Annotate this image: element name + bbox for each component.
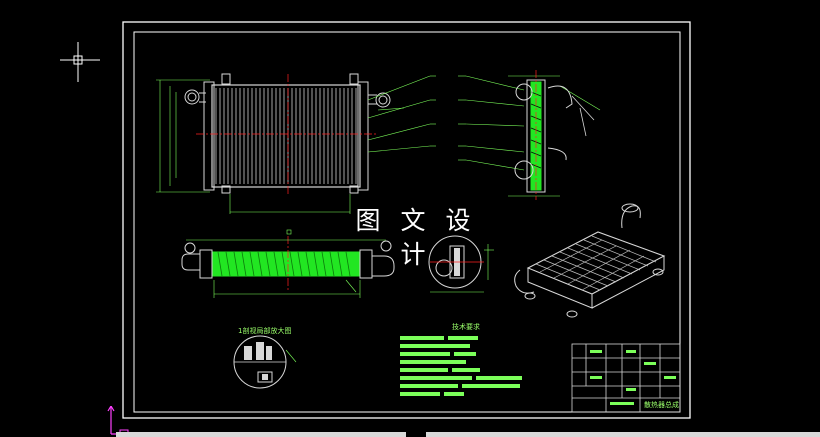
tech-requirements-block [400, 336, 522, 396]
isometric-view [514, 203, 666, 318]
watermark-text: 图 文 设 计 [355, 206, 477, 269]
status-bar[interactable] [426, 432, 820, 437]
tech-requirements-title: 技术要求 [452, 323, 480, 331]
outer-frame [122, 21, 691, 419]
side-view [458, 70, 601, 200]
top-view [181, 229, 395, 298]
title-block [571, 343, 681, 413]
section-detail-view [233, 335, 297, 389]
front-view [156, 73, 436, 214]
title-block-text [590, 350, 676, 405]
title-block-drawing-name: 散热器总成 [644, 401, 679, 409]
crosshair-cursor-icon [60, 42, 100, 82]
inner-frame [133, 31, 681, 413]
detail-view [428, 235, 494, 293]
section-detail-label: 1剖视局部放大图 [238, 327, 292, 335]
command-line-bar[interactable] [116, 432, 406, 437]
